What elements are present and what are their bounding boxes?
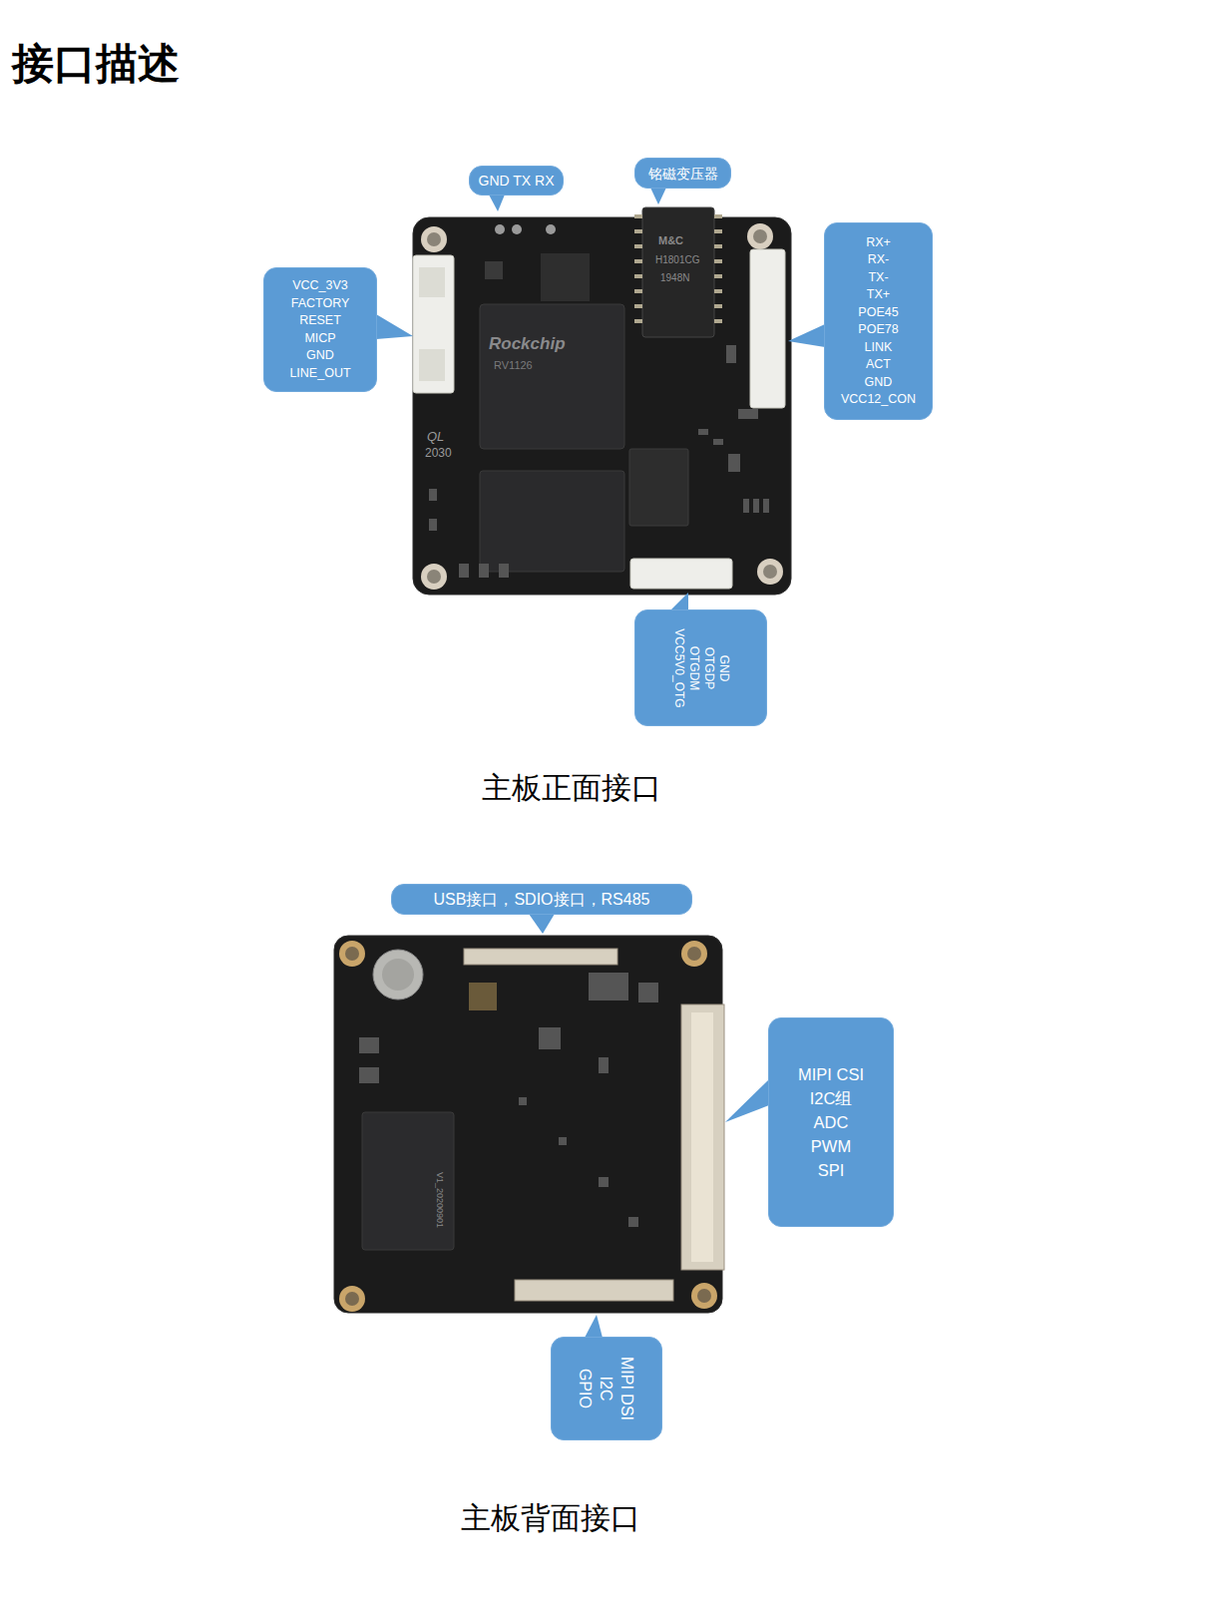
chip-marking: QL xyxy=(426,428,444,444)
pin-name: RESET xyxy=(299,312,342,331)
pin-name: GND xyxy=(716,654,732,682)
callout-bubble: MIPI CSII2C组ADCPWMSPI xyxy=(768,1017,894,1227)
callout-bubble: GNDOTGDPOTGDMVCC5V0_OTG xyxy=(634,609,768,727)
figure-caption: 主板背面接口 xyxy=(460,1498,641,1540)
pin-name: LINK xyxy=(864,339,893,358)
pin-name: SPI xyxy=(817,1158,845,1183)
chip-marking: H1801CG xyxy=(655,254,700,266)
pin-name: PWM xyxy=(811,1134,851,1159)
pin-name: VCC_3V3 xyxy=(292,277,349,296)
chip-marking: 1948N xyxy=(660,272,690,284)
pin-name: I2C xyxy=(596,1376,618,1402)
callout-bubble: RX+RX-TX-TX+POE45POE78LINKACTGNDVCC12_CO… xyxy=(823,222,933,420)
pin-name: VCC5V0_OTG xyxy=(671,628,687,708)
callout-bubble: MIPI DSII2CGPIO xyxy=(550,1336,663,1441)
chip-marking: 2030 xyxy=(424,445,452,460)
page-title: 接口描述 xyxy=(11,35,180,92)
pin-name: MIPI CSI xyxy=(798,1062,864,1087)
pin-name: MICP xyxy=(304,330,336,349)
figure-caption: 主板正面接口 xyxy=(481,768,662,810)
pin-name: MIPI DSI xyxy=(617,1356,639,1421)
rotated-text: MIPI DSII2CGPIO xyxy=(550,1336,663,1441)
pin-name: USB接口，SDIO接口，RS485 xyxy=(433,889,651,910)
pin-name: GPIO xyxy=(575,1368,597,1409)
pin-name: RX- xyxy=(867,251,890,270)
pin-name: TX- xyxy=(867,269,888,288)
pin-name: POE78 xyxy=(857,321,898,340)
callout-pointer xyxy=(376,187,825,611)
pin-name: FACTORY xyxy=(291,295,351,314)
callout-bubble: USB接口，SDIO接口，RS485 xyxy=(391,883,693,915)
callout-bubble: 铭磁变压器 xyxy=(634,157,732,189)
pin-name: POE45 xyxy=(857,304,898,323)
pin-name: GND xyxy=(864,374,893,393)
pin-name: RX+ xyxy=(865,234,891,253)
callout-bubble: GND TX RX xyxy=(468,165,564,196)
callout-pointer xyxy=(528,913,770,1338)
pin-name: LINE_OUT xyxy=(289,365,351,384)
pin-name: GND TX RX xyxy=(478,171,555,190)
chip-marking: M&C xyxy=(658,234,684,247)
pin-name: 铭磁变压器 xyxy=(648,164,719,183)
chip-marking: Rockchip xyxy=(488,334,566,355)
pin-name: TX+ xyxy=(866,286,890,305)
pin-name: VCC12_CON xyxy=(840,391,916,409)
pin-name: OTGDP xyxy=(701,646,717,690)
pin-name: I2C组 xyxy=(810,1086,853,1111)
pin-name: ACT xyxy=(865,356,891,375)
pin-name: GND xyxy=(306,347,335,366)
rotated-text: GNDOTGDPOTGDMVCC5V0_OTG xyxy=(634,609,768,727)
front-board xyxy=(412,207,792,595)
pin-name: OTGDM xyxy=(686,645,702,691)
callout-bubble: VCC_3V3FACTORYRESETMICPGNDLINE_OUT xyxy=(263,267,378,393)
chip-marking: RV1126 xyxy=(493,359,533,372)
back-board xyxy=(334,935,725,1313)
pin-name: ADC xyxy=(814,1110,849,1135)
chip-marking: V1_20200901 xyxy=(434,1172,445,1228)
